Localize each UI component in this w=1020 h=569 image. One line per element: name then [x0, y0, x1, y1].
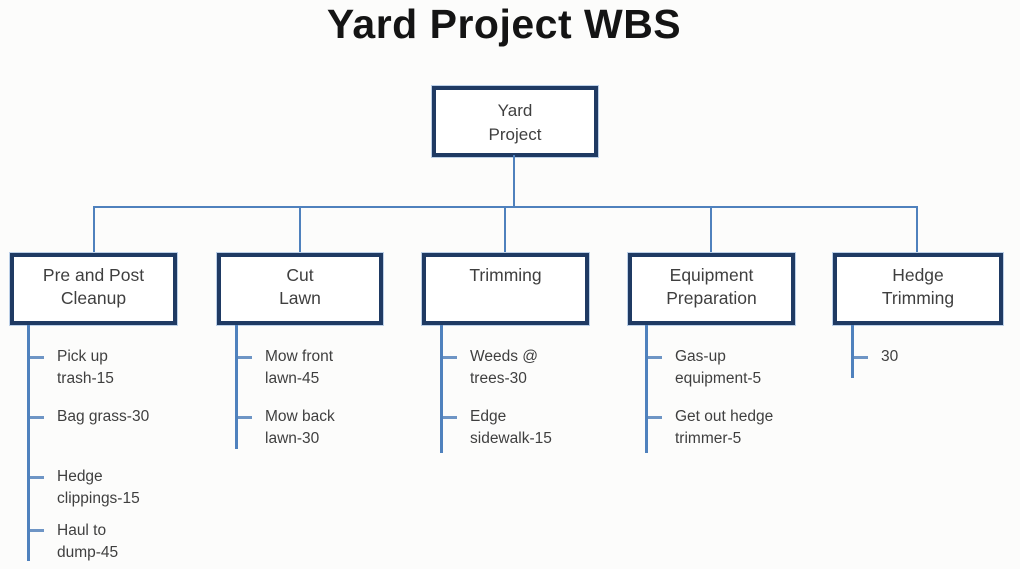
- leaf-item: Weeds @ trees-30: [470, 348, 539, 387]
- drop-connector-hedge: [916, 206, 918, 253]
- node-hedge-trimming: Hedge Trimming: [833, 253, 1003, 325]
- leaf-item: Pick up trash-15: [57, 348, 114, 387]
- node-label: Trimming: [469, 265, 542, 285]
- root-drop-connector: [513, 155, 515, 207]
- leaf-item: Edge sidewalk-15: [470, 408, 552, 447]
- leaf-tick: [30, 416, 44, 419]
- branch-stem: [645, 325, 648, 453]
- node-label: Cut Lawn: [279, 265, 321, 308]
- node-equipment-preparation: Equipment Preparation: [628, 253, 795, 325]
- node-label: Equipment Preparation: [666, 265, 757, 308]
- leaf-tick: [854, 356, 868, 359]
- node-label: Pre and Post Cleanup: [42, 265, 145, 308]
- root-node-label: Yard Project: [488, 101, 542, 144]
- drop-connector-trimming: [504, 206, 506, 253]
- branch-stem: [851, 325, 854, 378]
- leaf-tick: [443, 416, 457, 419]
- leaf-item: Get out hedge trimmer-5: [675, 408, 774, 447]
- leaf-item: Mow front lawn-45: [265, 348, 334, 387]
- leaf-item: Bag grass-30: [57, 408, 150, 425]
- leaf-tick: [30, 529, 44, 532]
- leaf-item: Hedge clippings-15: [57, 468, 140, 507]
- branch-stem: [235, 325, 238, 449]
- leaf-item: Gas-up equipment-5: [675, 348, 762, 387]
- branch-stem: [27, 325, 30, 561]
- leaf-item: Haul to dump-45: [57, 522, 119, 561]
- leaf-tick: [443, 356, 457, 359]
- leaf-item: 30: [881, 348, 899, 365]
- drop-connector-cleanup: [93, 206, 95, 253]
- diagram-title: Yard Project WBS: [326, 1, 682, 47]
- node-pre-and-post-cleanup: Pre and Post Cleanup: [10, 253, 177, 325]
- drop-connector-equipment: [710, 206, 712, 253]
- node-cut-lawn: Cut Lawn: [217, 253, 383, 325]
- leaf-item: Mow back lawn-30: [265, 408, 335, 447]
- leaf-tick: [648, 356, 662, 359]
- node-label: Hedge Trimming: [881, 265, 955, 308]
- leaf-tick: [30, 476, 44, 479]
- leaf-tick: [30, 356, 44, 359]
- branch-stem: [440, 325, 443, 453]
- leaf-tick: [238, 416, 252, 419]
- leaf-tick: [648, 416, 662, 419]
- drop-connector-cut-lawn: [299, 206, 301, 253]
- root-node-yard-project: Yard Project: [432, 86, 598, 157]
- leaf-tick: [238, 356, 252, 359]
- node-trimming: Trimming: [422, 253, 589, 325]
